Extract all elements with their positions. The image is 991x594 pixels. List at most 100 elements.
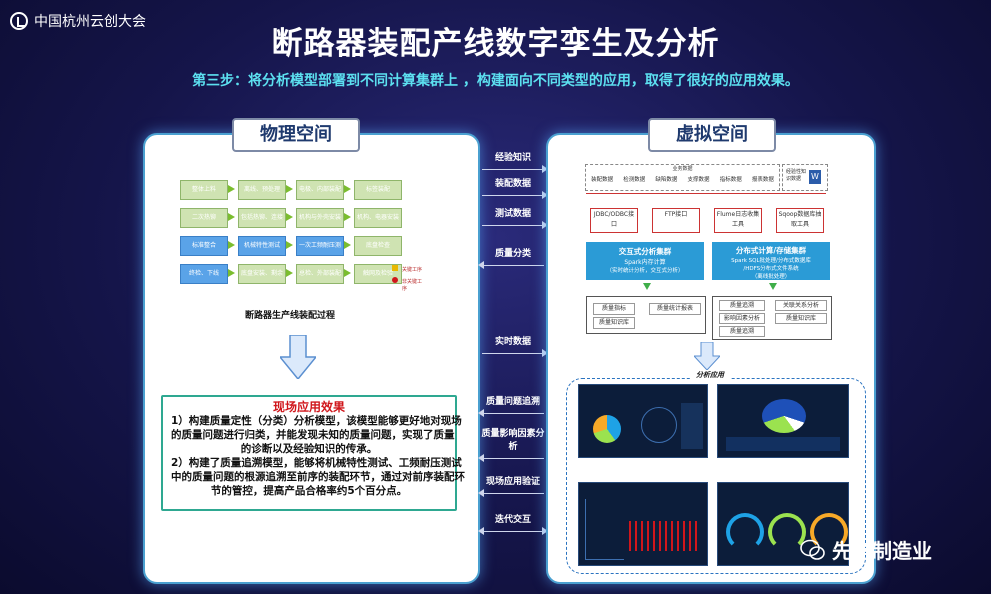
side-list xyxy=(681,403,703,449)
flow-arrow xyxy=(228,213,235,221)
flow-link-label: 实时数据 xyxy=(494,337,531,347)
result-trace-1: 质量追溯 xyxy=(719,300,765,311)
dashboard-thumb-2 xyxy=(717,384,849,458)
key-step-icon xyxy=(392,265,398,271)
knowledge-data-box: 经验性知识数据 W xyxy=(782,164,828,191)
flow-link: 实时数据 xyxy=(478,334,548,357)
flow-step: 标准整合 xyxy=(180,236,228,256)
flow-arrow xyxy=(344,185,351,193)
arrow-left-icon xyxy=(478,489,484,497)
gauge-icon-2 xyxy=(768,513,806,551)
business-data-box: 业务数据 装配数据 检测数据 缺陷数据 支撑数据 指标数据 报表数据 xyxy=(585,164,780,191)
flow-step: 机构与外壳安装 xyxy=(296,208,344,228)
arrow-right-icon xyxy=(542,527,548,535)
business-item: 装配数据 xyxy=(591,177,614,183)
result-quality-index: 质量指标 xyxy=(593,303,635,315)
right-results: 质量追溯 关联关系分析 影响因素分析 质量知识库 质量追溯 xyxy=(712,296,832,340)
distributed-cluster-sub-2: /HDFS分布式文件系统 xyxy=(743,266,799,272)
flow-link: 质量影响因素分析 xyxy=(478,426,548,462)
word-doc-icon: W xyxy=(809,170,821,184)
bar-strip xyxy=(726,437,840,451)
apps-down-arrow-icon xyxy=(694,342,720,370)
dashboard-thumb-4 xyxy=(717,482,849,566)
flow-step: 一次工频耐压测试 xyxy=(296,236,344,256)
flow-step: 总检、外部装配 xyxy=(296,264,344,284)
flow-step: 机构、电器安装 xyxy=(354,208,402,228)
left-results: 质量指标 质量统计报表 质量知识库 xyxy=(586,296,706,334)
interactive-cluster: 交互式分析集群 Spark内存计算 （实时统计分析，交互式分析） xyxy=(586,242,704,280)
effect-title: 现场应用效果 xyxy=(272,400,345,414)
flow-link: 质量分类 xyxy=(478,246,548,269)
arrow-right-icon xyxy=(542,165,548,173)
flow-link: 经验知识 xyxy=(478,150,548,173)
flow-step: 包括热铆、连接处 xyxy=(238,208,286,228)
flow-arrow xyxy=(286,269,293,277)
flow-caption: 断路器生产线装配过程 xyxy=(244,311,335,321)
flow-step: 整体上料 xyxy=(180,180,228,200)
event-logo: 中国杭州云创大会 xyxy=(10,10,146,32)
distributed-cluster: 分布式计算/存储集群 Spark SQL批处理/分布式数据库 /HDFS分布式文… xyxy=(712,242,830,280)
flow-arrow xyxy=(228,185,235,193)
flow-step: 机械特性测试 xyxy=(238,236,286,256)
flow-link-label: 质量分类 xyxy=(494,249,531,259)
flow-link-label: 现场应用验证 xyxy=(485,477,540,487)
arrow-left-icon xyxy=(478,527,484,535)
flow-arrow xyxy=(286,241,293,249)
flow-step: 底盘安装、剩余处 xyxy=(238,264,286,284)
flow-link-label: 测试数据 xyxy=(494,209,531,219)
arrow-left-icon xyxy=(478,454,484,462)
gauge-icon-1 xyxy=(726,513,764,551)
bar-chart-icon xyxy=(629,521,699,551)
green-arrow-right xyxy=(769,283,777,290)
flow-step: 电极、内部装配 xyxy=(296,180,344,200)
flow-arrow xyxy=(228,241,235,249)
flow-step: 触网及检验 xyxy=(354,264,402,284)
gauge-icon-3 xyxy=(810,513,848,551)
flow-link-label: 经验知识 xyxy=(494,153,531,163)
effect-line-5: 中的质量问题的根源追溯至前序的装配环节，通过对前序装配环 xyxy=(171,471,465,483)
wechat-icon xyxy=(800,539,825,560)
effect-box: 现场应用效果 1）构建质量定性（分类）分析模型，该模型能够更好地对现场 的质量问… xyxy=(161,395,465,511)
flow-link: 现场应用验证 xyxy=(478,474,548,497)
legend-key: 关键工序 xyxy=(402,267,423,273)
ingest-box: Flume日志收集工具 xyxy=(714,208,762,233)
flow-link: 装配数据 xyxy=(478,176,548,199)
dashboard-thumb-3 xyxy=(578,482,708,566)
distributed-cluster-sub-1: Spark SQL批处理/分布式数据库 xyxy=(731,258,811,264)
business-data-title: 业务数据 xyxy=(672,166,693,172)
flow-link: 质量问题追溯 xyxy=(478,394,548,417)
result-correlation: 关联关系分析 xyxy=(775,300,827,311)
physical-space-tab: 物理空间 xyxy=(232,118,360,152)
middle-flow-column: 经验知识装配数据测试数据质量分类实时数据质量问题追溯质量影响因素分析现场应用验证… xyxy=(478,150,548,550)
distributed-cluster-sub-3: （离线批处理） xyxy=(751,274,791,280)
business-item: 缺陷数据 xyxy=(655,177,678,183)
virtual-space-tab: 虚拟空间 xyxy=(648,118,776,152)
business-item: 检测数据 xyxy=(623,177,646,183)
effect-line-4: 2）构建了质量追溯模型，能够将机械特性测试、工频耐压测试 xyxy=(171,457,462,469)
wechat-watermark: 先进制造业 xyxy=(800,535,932,564)
interactive-cluster-title: 交互式分析集群 xyxy=(618,247,672,256)
flow-step: 离线、预处理 xyxy=(238,180,286,200)
watermark-text: 先进制造业 xyxy=(832,539,932,563)
flow-step: 底盘检查 xyxy=(354,236,402,256)
dashboard-thumb-1 xyxy=(578,384,708,458)
line-chart-icon xyxy=(585,499,624,560)
business-item: 支撑数据 xyxy=(687,177,710,183)
flow-link-label: 迭代交互 xyxy=(494,515,531,525)
ingest-box: Sqoop数据库抽取工具 xyxy=(776,208,824,233)
network-chart-icon xyxy=(641,407,677,443)
effect-line-3: 的诊断以及经验知识的传承。 xyxy=(240,443,378,455)
flow-arrow xyxy=(344,213,351,221)
apps-title: 分析应用 xyxy=(690,370,730,380)
effect-line-1: 1）构建质量定性（分类）分析模型，该模型能够更好地对现场 xyxy=(171,415,462,427)
business-item: 报表数据 xyxy=(751,177,774,183)
down-arrow-icon xyxy=(280,335,316,379)
arrow-right-icon xyxy=(542,349,548,357)
page-subtitle: 第三步：将分析模型部署到不同计算集群上 ，构建面向不同类型的应用，取得了很好的应… xyxy=(192,73,799,89)
arrow-left-icon xyxy=(478,261,484,269)
interactive-cluster-sub-2: （实时统计分析，交互式分析） xyxy=(606,268,684,274)
business-item: 指标数据 xyxy=(719,177,742,183)
flow-step: 二次热铆 xyxy=(180,208,228,228)
result-knowledge-base: 质量知识库 xyxy=(593,317,635,329)
